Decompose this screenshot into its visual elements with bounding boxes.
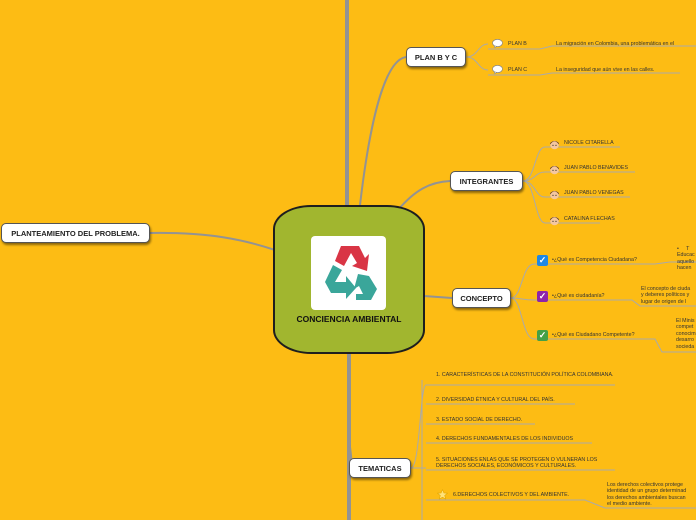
member-name[interactable]: NICOLE CITARELLA [564, 140, 614, 146]
concept-answer: • T Educac aquello hacen [677, 246, 695, 272]
problem-node[interactable]: PLANTEAMIENTO DEL PROBLEMA. [1, 223, 150, 243]
topic-item[interactable]: 4. DERECHOS FUNDAMENTALES DE LOS INDIVID… [436, 436, 574, 442]
person-icon [550, 165, 559, 175]
member-name[interactable]: JUAN PABLO VENEGAS [564, 190, 624, 196]
plan-node[interactable]: PLAN B Y C [406, 47, 466, 67]
concepto-label: CONCEPTO [460, 293, 503, 303]
concept-answer: El Minis compet conocim desarro socieda [676, 318, 696, 350]
plan-c-text: La inseguridad que aún vive en las calle… [556, 67, 655, 73]
plan-label: PLAN B Y C [414, 52, 458, 62]
concept-answer: El concepto de ciuda y deberes políticos… [641, 286, 691, 305]
member-name[interactable]: CATALINA FLECHAS [564, 216, 615, 222]
problem-label: PLANTEAMIENTO DEL PROBLEMA. [11, 228, 140, 238]
topic-item[interactable]: 6.DERECHOS COLECTIVOS Y DEL AMBIENTE. [453, 492, 570, 498]
central-title: CONCIENCIA AMBIENTAL [296, 314, 402, 324]
tematicas-node[interactable]: TEMATICAS [349, 458, 411, 478]
person-icon [550, 216, 559, 226]
person-icon [550, 140, 559, 150]
person-icon [550, 190, 559, 200]
concepto-node[interactable]: CONCEPTO [452, 288, 511, 308]
topic-item[interactable]: 1. CARACTERÍSTICAS DE LA CONSTITUCIÓN PO… [436, 372, 614, 378]
plan-c-label[interactable]: PLAN C [508, 67, 528, 73]
topic-item[interactable]: 2. DIVERSIDAD ÉTNICA Y CULTURAL DEL PAÍS… [436, 397, 555, 403]
checkbox-icon: ✓ [537, 255, 548, 266]
checkbox-icon: ✓ [537, 291, 548, 302]
concept-question[interactable]: •¿Qué es Competencia Ciudadana? [552, 257, 637, 263]
tematicas-label: TEMATICAS [358, 463, 402, 473]
concept-question[interactable]: •¿Qué es ciudadanía? [552, 293, 605, 299]
topic-item[interactable]: 5. SITUACIONES ENLAS QUE SE PROTEGEN O V… [436, 457, 598, 470]
concept-question[interactable]: •¿Qué es Ciudadano Competente? [552, 332, 635, 338]
integrantes-node[interactable]: INTEGRANTES [450, 171, 523, 191]
integrantes-label: INTEGRANTES [459, 176, 514, 186]
topic-item[interactable]: 3. ESTADO SOCIAL DE DERECHO. [436, 417, 523, 423]
speech-bubble-icon [492, 39, 503, 48]
tematicas-note: Los derechos colectivos protege identida… [607, 482, 687, 508]
plan-b-label[interactable]: PLAN B [508, 41, 527, 47]
checkbox-icon: ✓ [537, 330, 548, 341]
recycle-logo [311, 236, 386, 310]
star-icon [437, 489, 448, 500]
speech-bubble-icon [492, 65, 503, 74]
plan-b-text: La migración en Colombia, una problemáti… [556, 41, 675, 47]
recycle-icon [325, 246, 377, 300]
member-name[interactable]: JUAN PABLO BENAVIDES [564, 165, 628, 171]
